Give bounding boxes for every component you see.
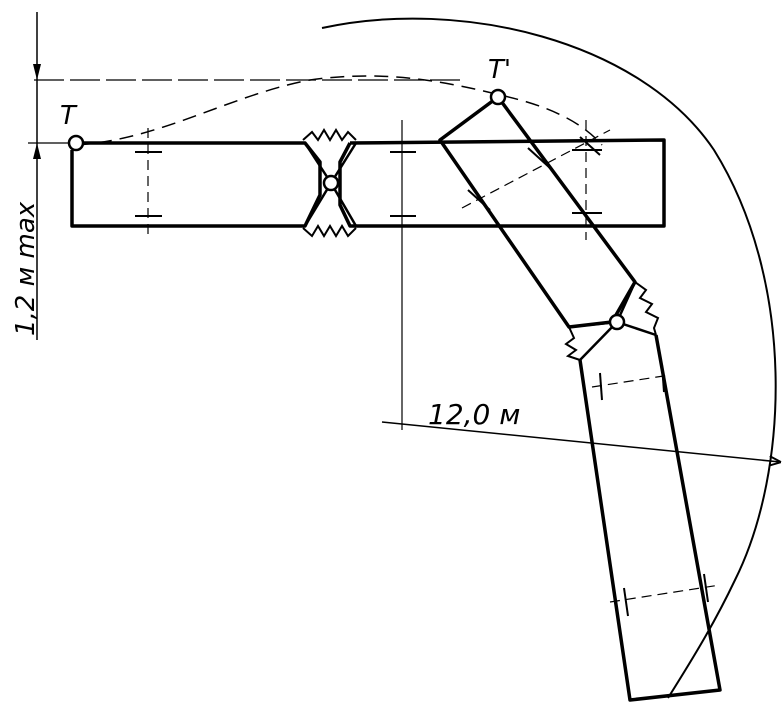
turning-front-section-outline — [438, 95, 637, 329]
radius-dimension-label: 12,0 м — [428, 398, 520, 431]
turning-front-axle-line — [461, 129, 611, 209]
turning-middle-axle-line — [591, 374, 671, 388]
front-section-outline — [70, 141, 322, 228]
straight-joint-circle — [322, 174, 340, 192]
turning-joint-circle — [608, 313, 626, 331]
rear-section-outline — [338, 138, 666, 228]
pivot-point-rotated — [489, 88, 507, 106]
dimension-arrow-top — [33, 64, 41, 80]
turning-last-axle-line — [609, 584, 721, 603]
turning-last-axle-tick-b — [703, 573, 709, 603]
turning-middle-axle-tick-a — [599, 372, 603, 401]
pivot-rotated-label: T' — [488, 55, 511, 85]
straight-bellows-bottom — [302, 224, 357, 238]
turning-bellows-left — [564, 326, 581, 361]
radius-dimension-line — [381, 421, 780, 462]
turning-front-axle-tick-b — [527, 147, 551, 169]
turning-rear-section-body — [578, 334, 722, 702]
pivot-point-initial — [67, 134, 85, 152]
turning-bellows-right — [634, 281, 660, 336]
vertical-dimension-label: 1,2 м max — [11, 201, 41, 336]
dimension-arrow-bottom — [33, 143, 41, 159]
turning-rear-axle-tick-a — [579, 136, 601, 156]
pivot-initial-label: T — [60, 101, 78, 131]
straight-bellows-top — [302, 128, 357, 142]
turning-last-axle-tick-a — [623, 587, 629, 617]
pivot-trajectory-dashed — [75, 75, 603, 146]
turning-middle-axle-tick-b — [661, 364, 665, 393]
turning-front-axle-tick-a — [467, 189, 491, 211]
turning-radius-arc — [321, 17, 777, 699]
